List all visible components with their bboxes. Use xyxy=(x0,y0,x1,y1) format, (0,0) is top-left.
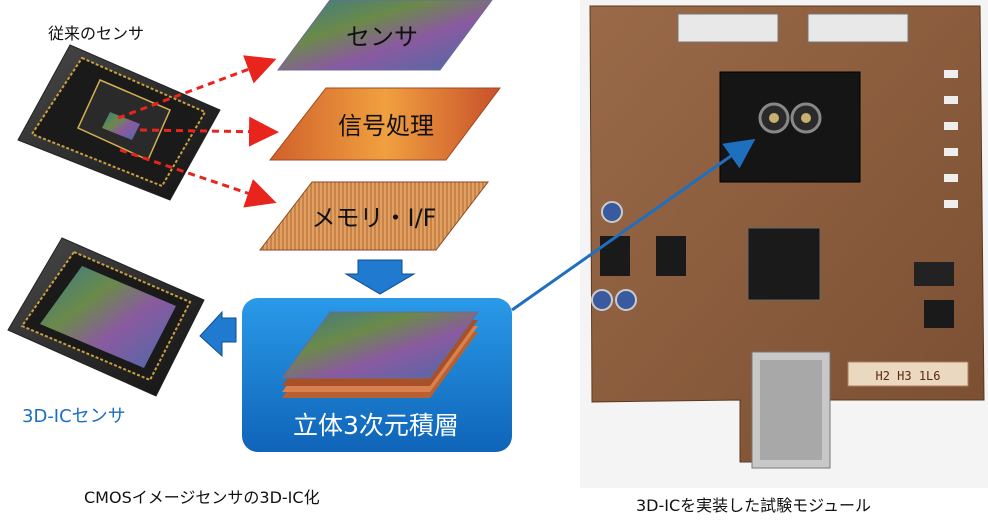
sensor-layer-label: センサ xyxy=(346,23,418,51)
memory-if-layer: メモリ・I/F xyxy=(260,182,488,250)
board-marking: H2 H3 1L6 xyxy=(875,369,940,383)
down-arrow-icon xyxy=(346,260,414,294)
stack-label: 立体3次元積層 xyxy=(293,411,459,440)
stack-box: 立体3次元積層 xyxy=(242,298,512,452)
memory-if-layer-label: メモリ・I/F xyxy=(312,204,437,232)
signal-processing-layer-label: 信号処理 xyxy=(338,112,434,140)
left-arrow-icon xyxy=(200,312,236,356)
right-caption: 3D-ICを実装した試験モジュール xyxy=(636,492,871,516)
new-sensor-label: 3D-ICセンサ xyxy=(22,402,126,428)
test-module-board: H2 H3 1L6 xyxy=(580,0,988,488)
new-3dic-sensor-chip xyxy=(8,238,204,396)
left-caption: CMOSイメージセンサの3D-IC化 xyxy=(84,484,320,508)
conventional-sensor-chip xyxy=(18,45,220,200)
sensor-layer: センサ xyxy=(278,0,492,70)
signal-processing-layer: 信号処理 xyxy=(270,88,500,160)
